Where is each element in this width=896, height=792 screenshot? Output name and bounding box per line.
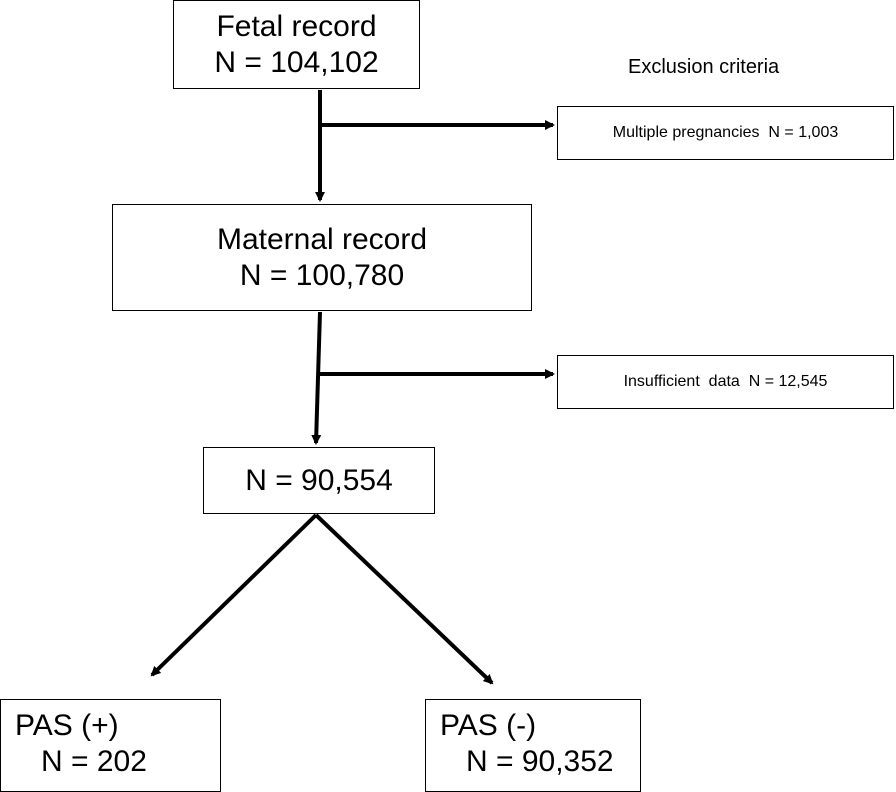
fetal-record-count: N = 104,102 (214, 45, 379, 79)
arrow-maternal-to-analysis (311, 311, 322, 445)
analysis-cohort-box: N = 90,554 (203, 447, 435, 514)
pas-positive-count: N = 202 (41, 745, 147, 778)
fetal-record-box: Fetal record N = 104,102 (173, 0, 420, 89)
arrow-to-pas-positive (150, 513, 318, 677)
arrow-to-pas-negative (314, 513, 494, 685)
maternal-record-box: Maternal record N = 100,780 (112, 204, 532, 311)
pas-negative-title: PAS (-) (440, 709, 537, 742)
pas-negative-box: PAS (-) N = 90,352 (425, 699, 641, 792)
exclusion-insufficient-data-label: Insufficient data N = 12,545 (623, 373, 828, 390)
fetal-record-title: Fetal record (216, 9, 377, 43)
pas-positive-title: PAS (+) (15, 709, 119, 742)
pas-negative-count: N = 90,352 (466, 745, 614, 778)
maternal-record-title: Maternal record (216, 222, 428, 256)
pas-positive-box: PAS (+) N = 202 (0, 699, 221, 792)
maternal-record-count: N = 100,780 (239, 258, 405, 292)
analysis-cohort-count: N = 90,554 (245, 463, 393, 497)
exclusion-criteria-title: Exclusion criteria (628, 56, 780, 78)
exclusion-multiple-pregnancies-label: Multiple pregnancies N = 1,003 (612, 124, 839, 141)
exclusion-multiple-pregnancies-box: Multiple pregnancies N = 1,003 (557, 106, 894, 160)
exclusion-insufficient-data-box: Insufficient data N = 12,545 (557, 355, 894, 409)
